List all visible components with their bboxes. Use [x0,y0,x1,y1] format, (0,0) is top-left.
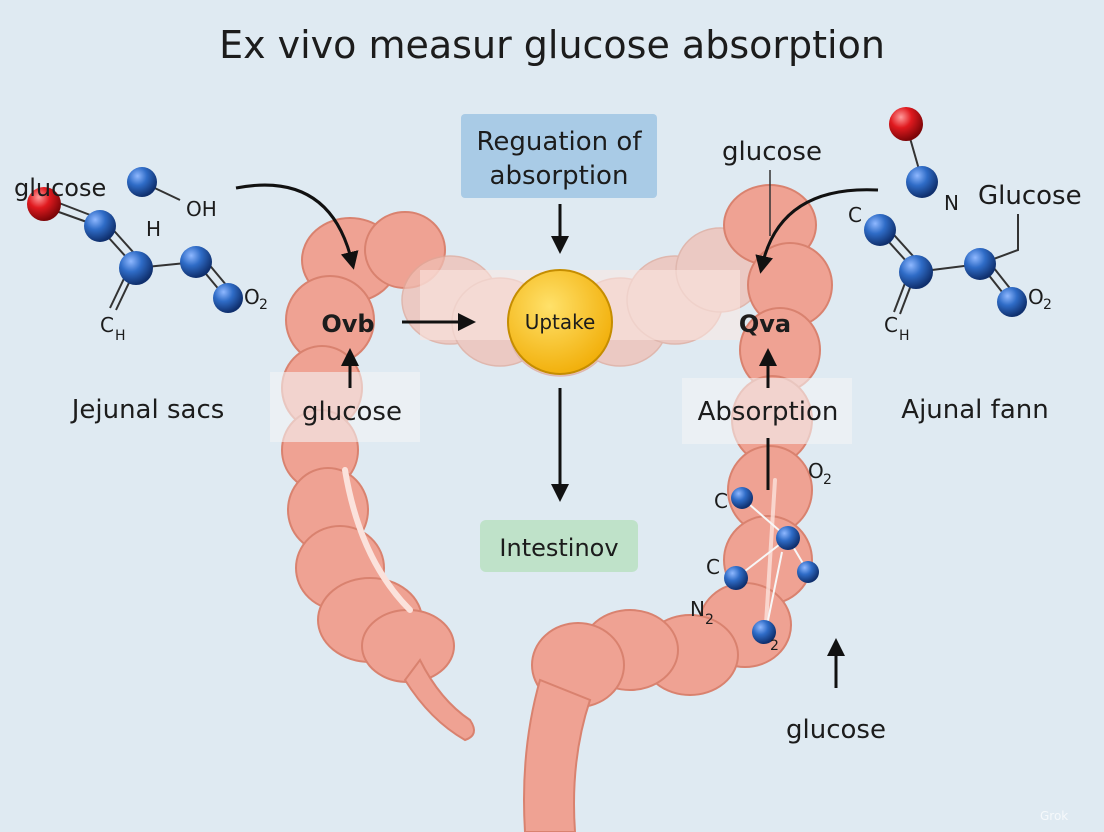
glucose-bottom-right-label: glucose [786,715,886,745]
right-atom-2 [864,214,896,246]
left-molecule-o-sub: 2 [259,297,268,313]
lower-molecule-o: O [808,459,824,483]
right-node-label: Qva [739,310,791,338]
intestine-box: Intestinov [480,520,638,572]
lower-atom-5 [752,620,776,644]
right-atom-red [889,107,923,141]
right-glucose-molecule: N Glucose C O 2 C H [848,107,1082,344]
right-atom-3 [899,255,933,289]
regulation-box: Reguation of absorption [461,114,657,198]
arrow-right-molecule-to-colon [755,188,879,274]
right-molecule-c: C [848,203,862,227]
ajunal-fann-label: Ajunal fann [901,395,1048,425]
left-atom-1 [84,210,116,242]
left-atom-red [27,187,61,221]
lower-right-molecule: O 2 C C N 2 2 [690,459,832,654]
left-atom-4 [213,283,243,313]
glucose-left-mid-label: glucose [302,397,402,427]
left-glucose-molecule: glucose OH H O 2 C H [14,167,268,344]
left-atom-2 [119,251,153,285]
left-molecule-oh: OH [186,197,217,221]
absorption-right-label: Absorption [698,397,839,427]
left-molecule-glucose: glucose [14,174,106,202]
right-molecule-o: O [1028,285,1044,309]
watermark-label: Grok [1040,809,1068,823]
glucose-top-right-label: glucose [722,137,822,167]
lower-molecule-c2: C [706,555,720,579]
left-atom-5 [127,167,157,197]
right-molecule-ch-sub: H [899,328,910,344]
arrow-left-molecule-to-colon [235,183,359,270]
lower-molecule-n-sub: 2 [705,612,714,628]
lower-molecule-o-sub: 2 [823,472,832,488]
absorption-label-backdrop [682,378,852,444]
lower-atom-4 [724,566,748,590]
left-molecule-h: H [146,217,161,241]
lower-molecule-n: N [690,597,705,621]
right-molecule-o-sub: 2 [1043,297,1052,313]
lower-molecule-c1: C [714,489,728,513]
right-atom-1 [906,166,938,198]
lower-atom-1 [731,487,753,509]
left-molecule-c-sub: H [115,328,126,344]
jejunal-sacs-label: Jejunal sacs [70,395,225,425]
right-molecule-n: N [944,191,959,215]
uptake-label: Uptake [525,310,596,334]
right-molecule-ch: C [884,313,898,337]
left-atom-3 [180,246,212,278]
lower-atom-3 [797,561,819,583]
right-atom-4 [964,248,996,280]
lower-atom-2 [776,526,800,550]
page-title: Ex vivo measur glucose absorption [219,23,885,67]
left-colon-highlight [342,467,413,613]
right-atom-5 [997,287,1027,317]
regulation-label-line2: absorption [490,161,629,191]
glucose-label-backdrop [270,372,420,442]
lower-molecule-sub2: 2 [770,638,779,654]
left-molecule-o: O [244,285,260,309]
intestine-label: Intestinov [499,534,618,562]
left-node-label: Ovb [321,310,374,338]
left-molecule-c: C [100,313,114,337]
regulation-label-line1: Reguation of [477,127,643,157]
uptake-node: Uptake [507,269,613,375]
right-molecule-glucose: Glucose [978,181,1082,211]
